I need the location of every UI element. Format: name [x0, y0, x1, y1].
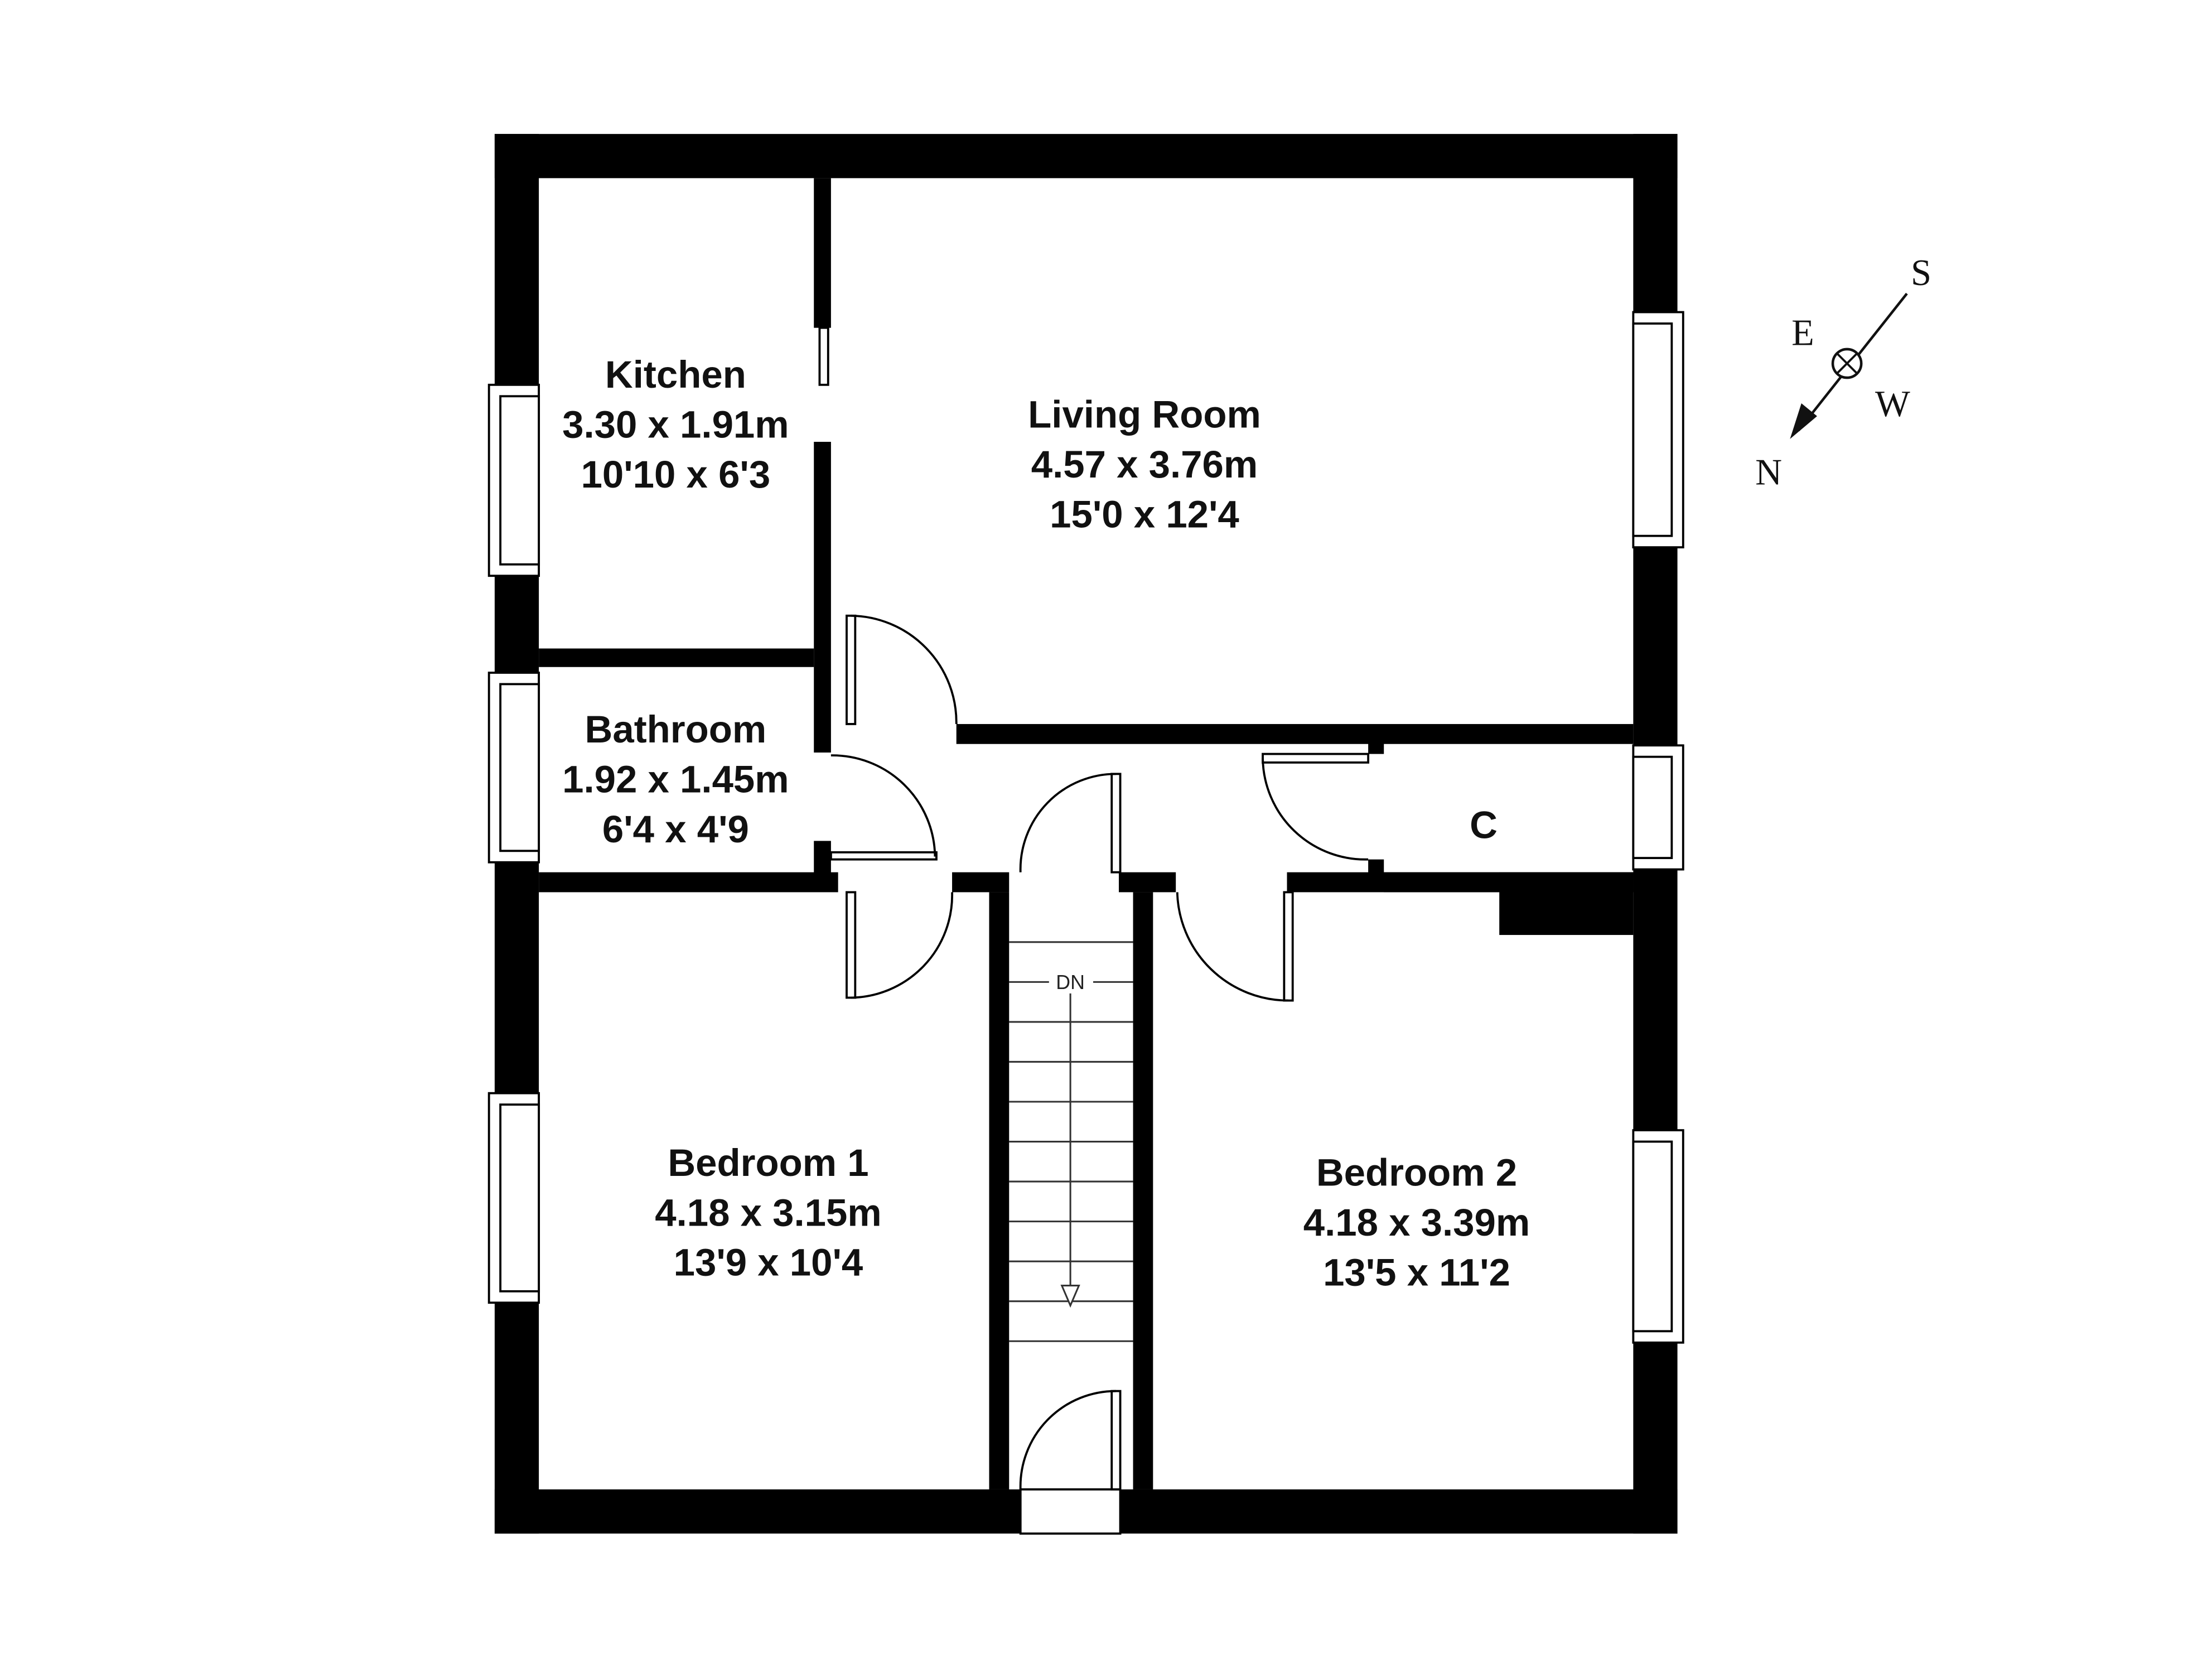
- bedroom1-imperial: 13'9 x 10'4: [674, 1241, 863, 1284]
- bedroom2-imperial: 13'5 x 11'2: [1323, 1251, 1510, 1294]
- room-living-room: Living Room 4.57 x 3.76m 15'0 x 12'4: [1028, 393, 1261, 536]
- kitchen-metric: 3.30 x 1.91m: [562, 403, 789, 446]
- wall-hall-cupboard-bottom: [1368, 859, 1384, 874]
- door-bedroom2: [1176, 891, 1294, 1002]
- room-cupboard: C: [1470, 803, 1498, 846]
- wall-kitchen-living-lower: [814, 442, 831, 753]
- room-bedroom1: Bedroom 1 4.18 x 3.15m 13'9 x 10'4: [655, 1141, 881, 1284]
- cupboard-name: C: [1470, 803, 1498, 846]
- window-bedroom2: [1632, 1129, 1684, 1344]
- wall-kitchen-bathroom: [539, 648, 814, 667]
- doors: [818, 326, 1370, 1535]
- kitchen-imperial: 10'10 x 6'3: [581, 453, 771, 496]
- stair-label: DN: [1056, 971, 1085, 994]
- door-kitchen-sliding: [818, 326, 829, 386]
- wall-bathroom-bedroom1: [539, 872, 838, 893]
- living-room-metric: 4.57 x 3.76m: [1031, 443, 1258, 486]
- windows: [487, 311, 1684, 1344]
- door-cupboard: [1262, 753, 1370, 861]
- compass-arrow-icon: [1790, 403, 1817, 439]
- compass-s-label: S: [1911, 253, 1931, 293]
- compass-n-label: N: [1755, 452, 1782, 493]
- staircase: [1009, 941, 1133, 1342]
- wall-hall-bedroom2-left: [1118, 872, 1176, 893]
- room-bathroom: Bathroom 1.92 x 1.45m 6'4 x 4'9: [562, 708, 789, 851]
- room-bedroom2: Bedroom 2 4.18 x 3.39m 13'5 x 11'2: [1303, 1151, 1530, 1294]
- bedroom2-bulkhead: [1499, 872, 1634, 935]
- wall-kitchen-living-upper: [814, 178, 831, 328]
- bedroom2-metric: 4.18 x 3.39m: [1303, 1201, 1530, 1244]
- kitchen-name: Kitchen: [605, 353, 746, 396]
- stair-arrow-head: [1060, 1285, 1080, 1308]
- door-stair-top: [1019, 773, 1122, 874]
- wall-stair-right: [1133, 892, 1153, 1489]
- wall-hall-cupboard-top: [1368, 740, 1384, 754]
- bathroom-name: Bathroom: [585, 708, 767, 751]
- wall-stair-left: [989, 892, 1010, 1489]
- compass-w-label: W: [1875, 384, 1910, 425]
- bathroom-metric: 1.92 x 1.45m: [562, 758, 789, 801]
- compass-e-label: E: [1791, 312, 1814, 353]
- window-bathroom: [487, 672, 540, 864]
- living-room-imperial: 15'0 x 12'4: [1050, 493, 1239, 536]
- door-stair-bottom: [1019, 1390, 1122, 1535]
- wall-hall-bedroom1-stub: [952, 872, 1010, 893]
- window-bedroom1: [487, 1092, 540, 1304]
- door-bedroom1: [846, 891, 953, 999]
- door-living-room: [846, 614, 958, 725]
- bathroom-imperial: 6'4 x 4'9: [602, 808, 749, 851]
- outer-wall-top: [494, 134, 1678, 179]
- wall-living-hall: [956, 724, 1634, 744]
- window-cupboard: [1632, 744, 1684, 871]
- compass: S E W N: [1755, 253, 1931, 493]
- room-kitchen: Kitchen 3.30 x 1.91m 10'10 x 6'3: [562, 353, 789, 496]
- bedroom2-name: Bedroom 2: [1316, 1151, 1517, 1194]
- bedroom1-metric: 4.18 x 3.15m: [655, 1191, 881, 1234]
- window-kitchen: [487, 383, 540, 577]
- living-room-name: Living Room: [1028, 393, 1261, 436]
- door-bathroom: [829, 754, 938, 861]
- window-living-room: [1632, 311, 1684, 549]
- bedroom1-name: Bedroom 1: [668, 1141, 868, 1184]
